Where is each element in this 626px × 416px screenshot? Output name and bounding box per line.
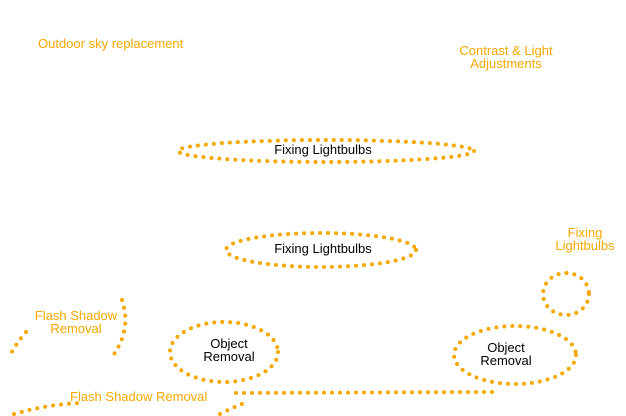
dotted-curve-bottom-mid bbox=[218, 402, 244, 416]
dotted-arc-flash-shadow-left bbox=[7, 330, 28, 360]
label-object-removal-left: Object Removal bbox=[203, 336, 255, 364]
label-contrast-light-adjustments: Contrast & Light Adjustments bbox=[459, 43, 553, 71]
label-object-removal-right: Object Removal bbox=[480, 340, 532, 368]
dotted-ellipse-object-removal-left bbox=[168, 320, 280, 384]
label-outdoor-sky-replacement: Outdoor sky replacement bbox=[38, 36, 184, 51]
dotted-ellipse-fixing-mid bbox=[224, 231, 418, 269]
dotted-ellipse-fixing-top bbox=[176, 138, 476, 164]
label-flash-shadow-removal-left: Flash Shadow Removal bbox=[34, 308, 118, 336]
label-fixing-lightbulbs-right: Fixing Lightbulbs bbox=[555, 225, 615, 253]
dotted-circle-fixing-right bbox=[541, 271, 591, 317]
dotted-ellipse-object-removal-right bbox=[452, 324, 578, 386]
dotted-curve-bottom-left bbox=[12, 401, 84, 416]
dotted-line-bottom-connector bbox=[234, 390, 494, 395]
dotted-arc-flash-shadow-right bbox=[110, 298, 128, 359]
label-fixing-lightbulbs-top: Fixing Lightbulbs bbox=[274, 142, 372, 157]
label-fixing-lightbulbs-mid: Fixing Lightbulbs bbox=[274, 241, 372, 256]
label-flash-shadow-removal-bottom: Flash Shadow Removal bbox=[70, 389, 208, 404]
